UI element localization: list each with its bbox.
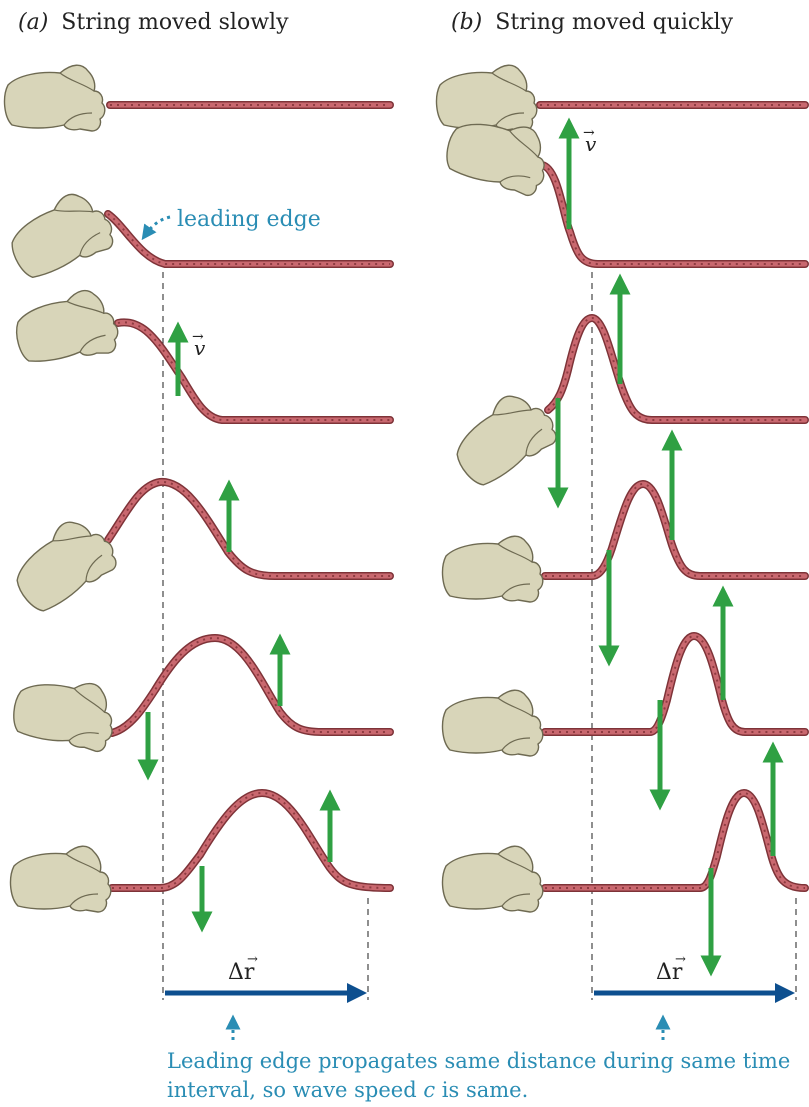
hand-b-5 — [443, 690, 543, 756]
panel-a-letter: (a) — [18, 10, 48, 35]
rope-a-3 — [118, 322, 390, 420]
panel-b-title: String moved quickly — [495, 10, 733, 35]
rope-b-5 — [545, 636, 805, 732]
leading-edge-label: leading edge — [177, 207, 321, 232]
displacement-label-b-vector-mark: → — [675, 952, 686, 967]
hand-a-3 — [11, 286, 121, 368]
hand-b-6 — [443, 846, 543, 912]
panel-a-title: String moved slowly — [61, 10, 289, 35]
hand-b-4 — [443, 536, 543, 602]
hands-layer — [1, 65, 563, 912]
rope-a-6 — [112, 793, 390, 888]
hand-a-1 — [5, 65, 105, 131]
hand-a-4 — [3, 509, 123, 620]
hand-a-2 — [1, 184, 120, 286]
hand-b-3 — [443, 383, 563, 494]
panel-b-letter: (b) — [451, 10, 482, 35]
hand-b-1 — [437, 65, 537, 131]
caption-line-2-end: is same. — [435, 1078, 528, 1102]
displacement-label-a-vector-mark: → — [247, 952, 258, 967]
velocity-label-a-vector-mark: → — [192, 329, 204, 345]
caption-line-1: Leading edge propagates same distance du… — [167, 1049, 790, 1073]
leading-edge-pointer-arrow — [146, 217, 170, 234]
caption-wave-speed-symbol: c — [423, 1078, 435, 1102]
caption-line-2-start: interval, so wave speed — [167, 1078, 423, 1102]
caption-line-2: interval, so wave speed c is same. — [167, 1078, 528, 1102]
rope-a-4 — [108, 482, 390, 576]
hand-a-6 — [11, 846, 111, 912]
velocity-label-b-vector-mark: → — [583, 125, 595, 141]
rope-a-5 — [112, 638, 390, 733]
panel-a-header: (a) String moved slowly — [18, 10, 289, 35]
rope-b-3 — [548, 318, 805, 420]
hand-a-5 — [9, 671, 119, 753]
panel-b-header: (b) String moved quickly — [451, 10, 734, 35]
rope-b-4 — [545, 484, 805, 576]
rope-b-2 — [542, 165, 805, 264]
rope-b-6 — [545, 793, 805, 888]
